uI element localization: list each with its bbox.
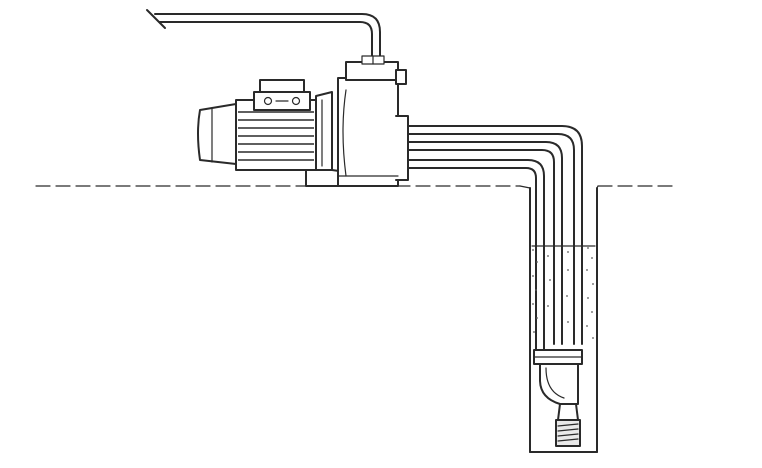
water-level-texture — [532, 247, 594, 339]
electric-motor — [197, 79, 347, 187]
foot-valve-strainer — [555, 419, 581, 447]
pump-casing — [337, 55, 409, 187]
ejector-assembly — [533, 349, 583, 447]
motor-cooling-fins — [238, 111, 314, 161]
suction-and-pressure-pipes — [407, 125, 583, 351]
discharge-pipe — [146, 9, 381, 63]
terminal-box — [253, 79, 311, 111]
well-casing — [519, 185, 599, 453]
